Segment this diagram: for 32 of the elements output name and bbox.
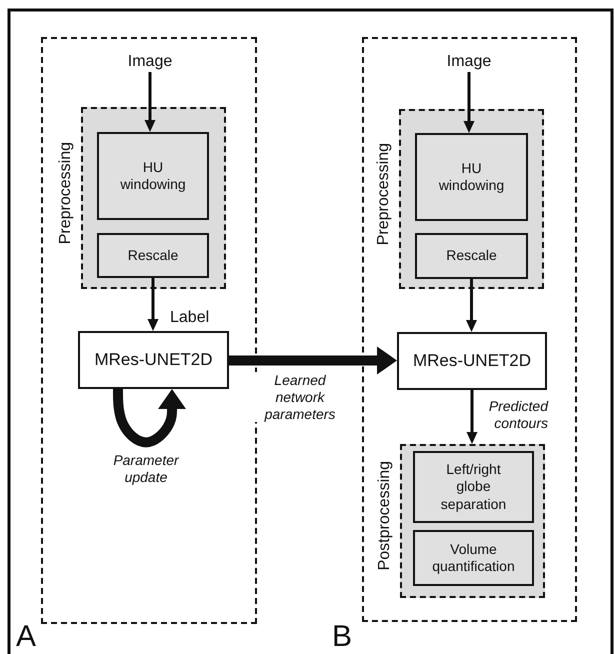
arrow [464,72,474,133]
process-label: HU windowing [438,160,506,194]
process-box [415,133,528,221]
process-box [415,233,528,279]
network-box [397,332,547,390]
input-label: Image [446,53,492,71]
arrow [148,278,158,331]
process-label: Left/right globe separation [440,460,508,514]
network-label: MRes-UNET2D [412,351,532,371]
panel-letter: B [332,622,352,652]
group-heading: Preprocessing [375,143,393,246]
panel-letter: A [16,622,36,652]
process-label: HU windowing [119,158,187,194]
arrow [144,72,156,132]
process-box [413,451,534,523]
arrow [113,389,186,448]
group-heading: Preprocessing [57,142,75,244]
process-box [97,233,209,278]
arrow [466,279,477,332]
process-label: Rescale [446,247,497,265]
process-label: Volume quantification [431,540,516,576]
process-label: Rescale [128,246,178,264]
input-label: Image [128,53,172,71]
network-label: MRes-UNET2D [94,350,213,370]
panel-frame [362,37,577,622]
arrow [466,390,478,444]
panel-frame [41,37,257,624]
process-box [413,530,534,586]
arrow [229,346,397,374]
network-box [78,331,229,389]
process-box [97,132,209,220]
group-heading: Postprocessing [376,460,394,570]
